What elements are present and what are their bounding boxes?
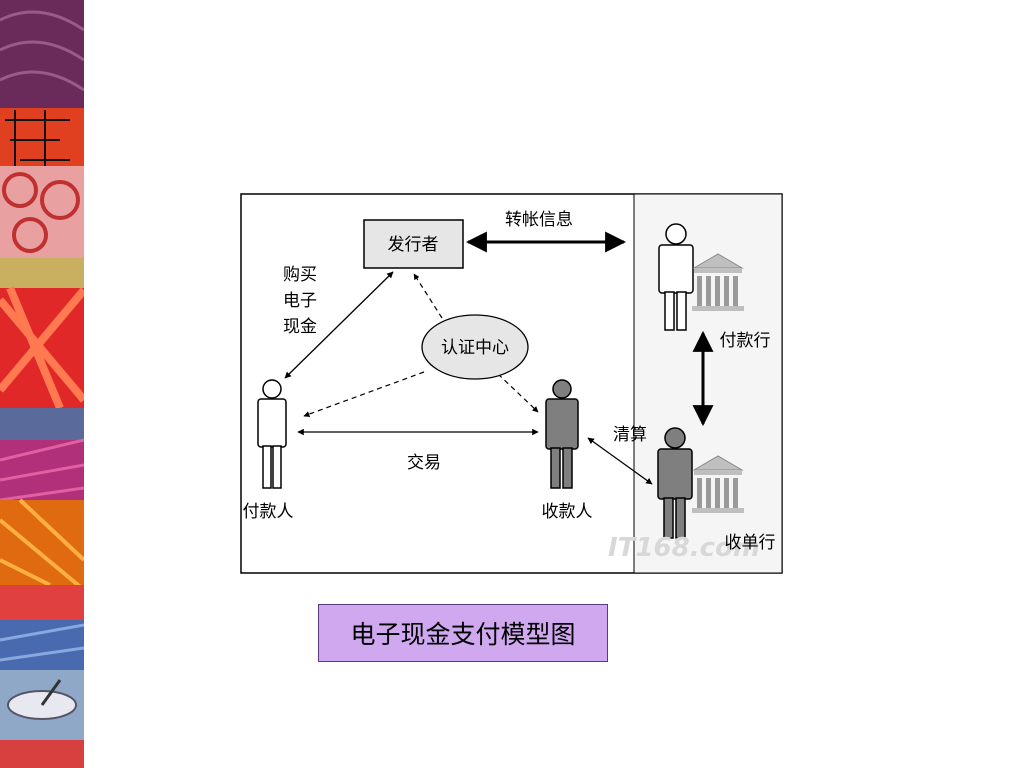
watermark: IT168.com [608,533,760,563]
payer-person-icon [257,379,287,489]
payee-label: 收款人 [542,502,593,522]
cert-to-payee-arrow [497,373,539,413]
cert-center-label: 认证中心 [441,338,509,358]
cert-to-payer-arrow [303,371,425,417]
buy-ecash-arrow [284,271,394,379]
payee-person-icon [545,379,579,489]
clearing-arrow [587,437,653,485]
buy-ecash-label-3: 现金 [283,317,317,337]
cert-center-ellipse [421,314,529,380]
diagram-caption: 电子现金支付模型图 [318,604,608,662]
decorative-side-strip [0,0,84,768]
clearing-label: 清算 [613,425,647,445]
payee-bank-label: 收单行 [725,533,776,553]
transfer-info-label: 转帐信息 [505,210,573,230]
issuer-box [363,219,464,269]
payer-label: 付款人 [243,502,294,522]
issuer-label: 发行者 [388,235,439,255]
payer-bank-person-icon [658,223,694,331]
bank-section-shade [634,194,782,573]
transaction-label: 交易 [407,453,441,473]
buy-ecash-label-2: 电子 [283,291,317,311]
buy-ecash-label-1: 购买 [283,265,317,285]
payee-bank-building-icon [692,455,744,513]
payer-bank-label: 付款行 [720,331,771,351]
payer-bank-building-icon [692,253,744,311]
payee-bank-person-icon [657,427,693,539]
